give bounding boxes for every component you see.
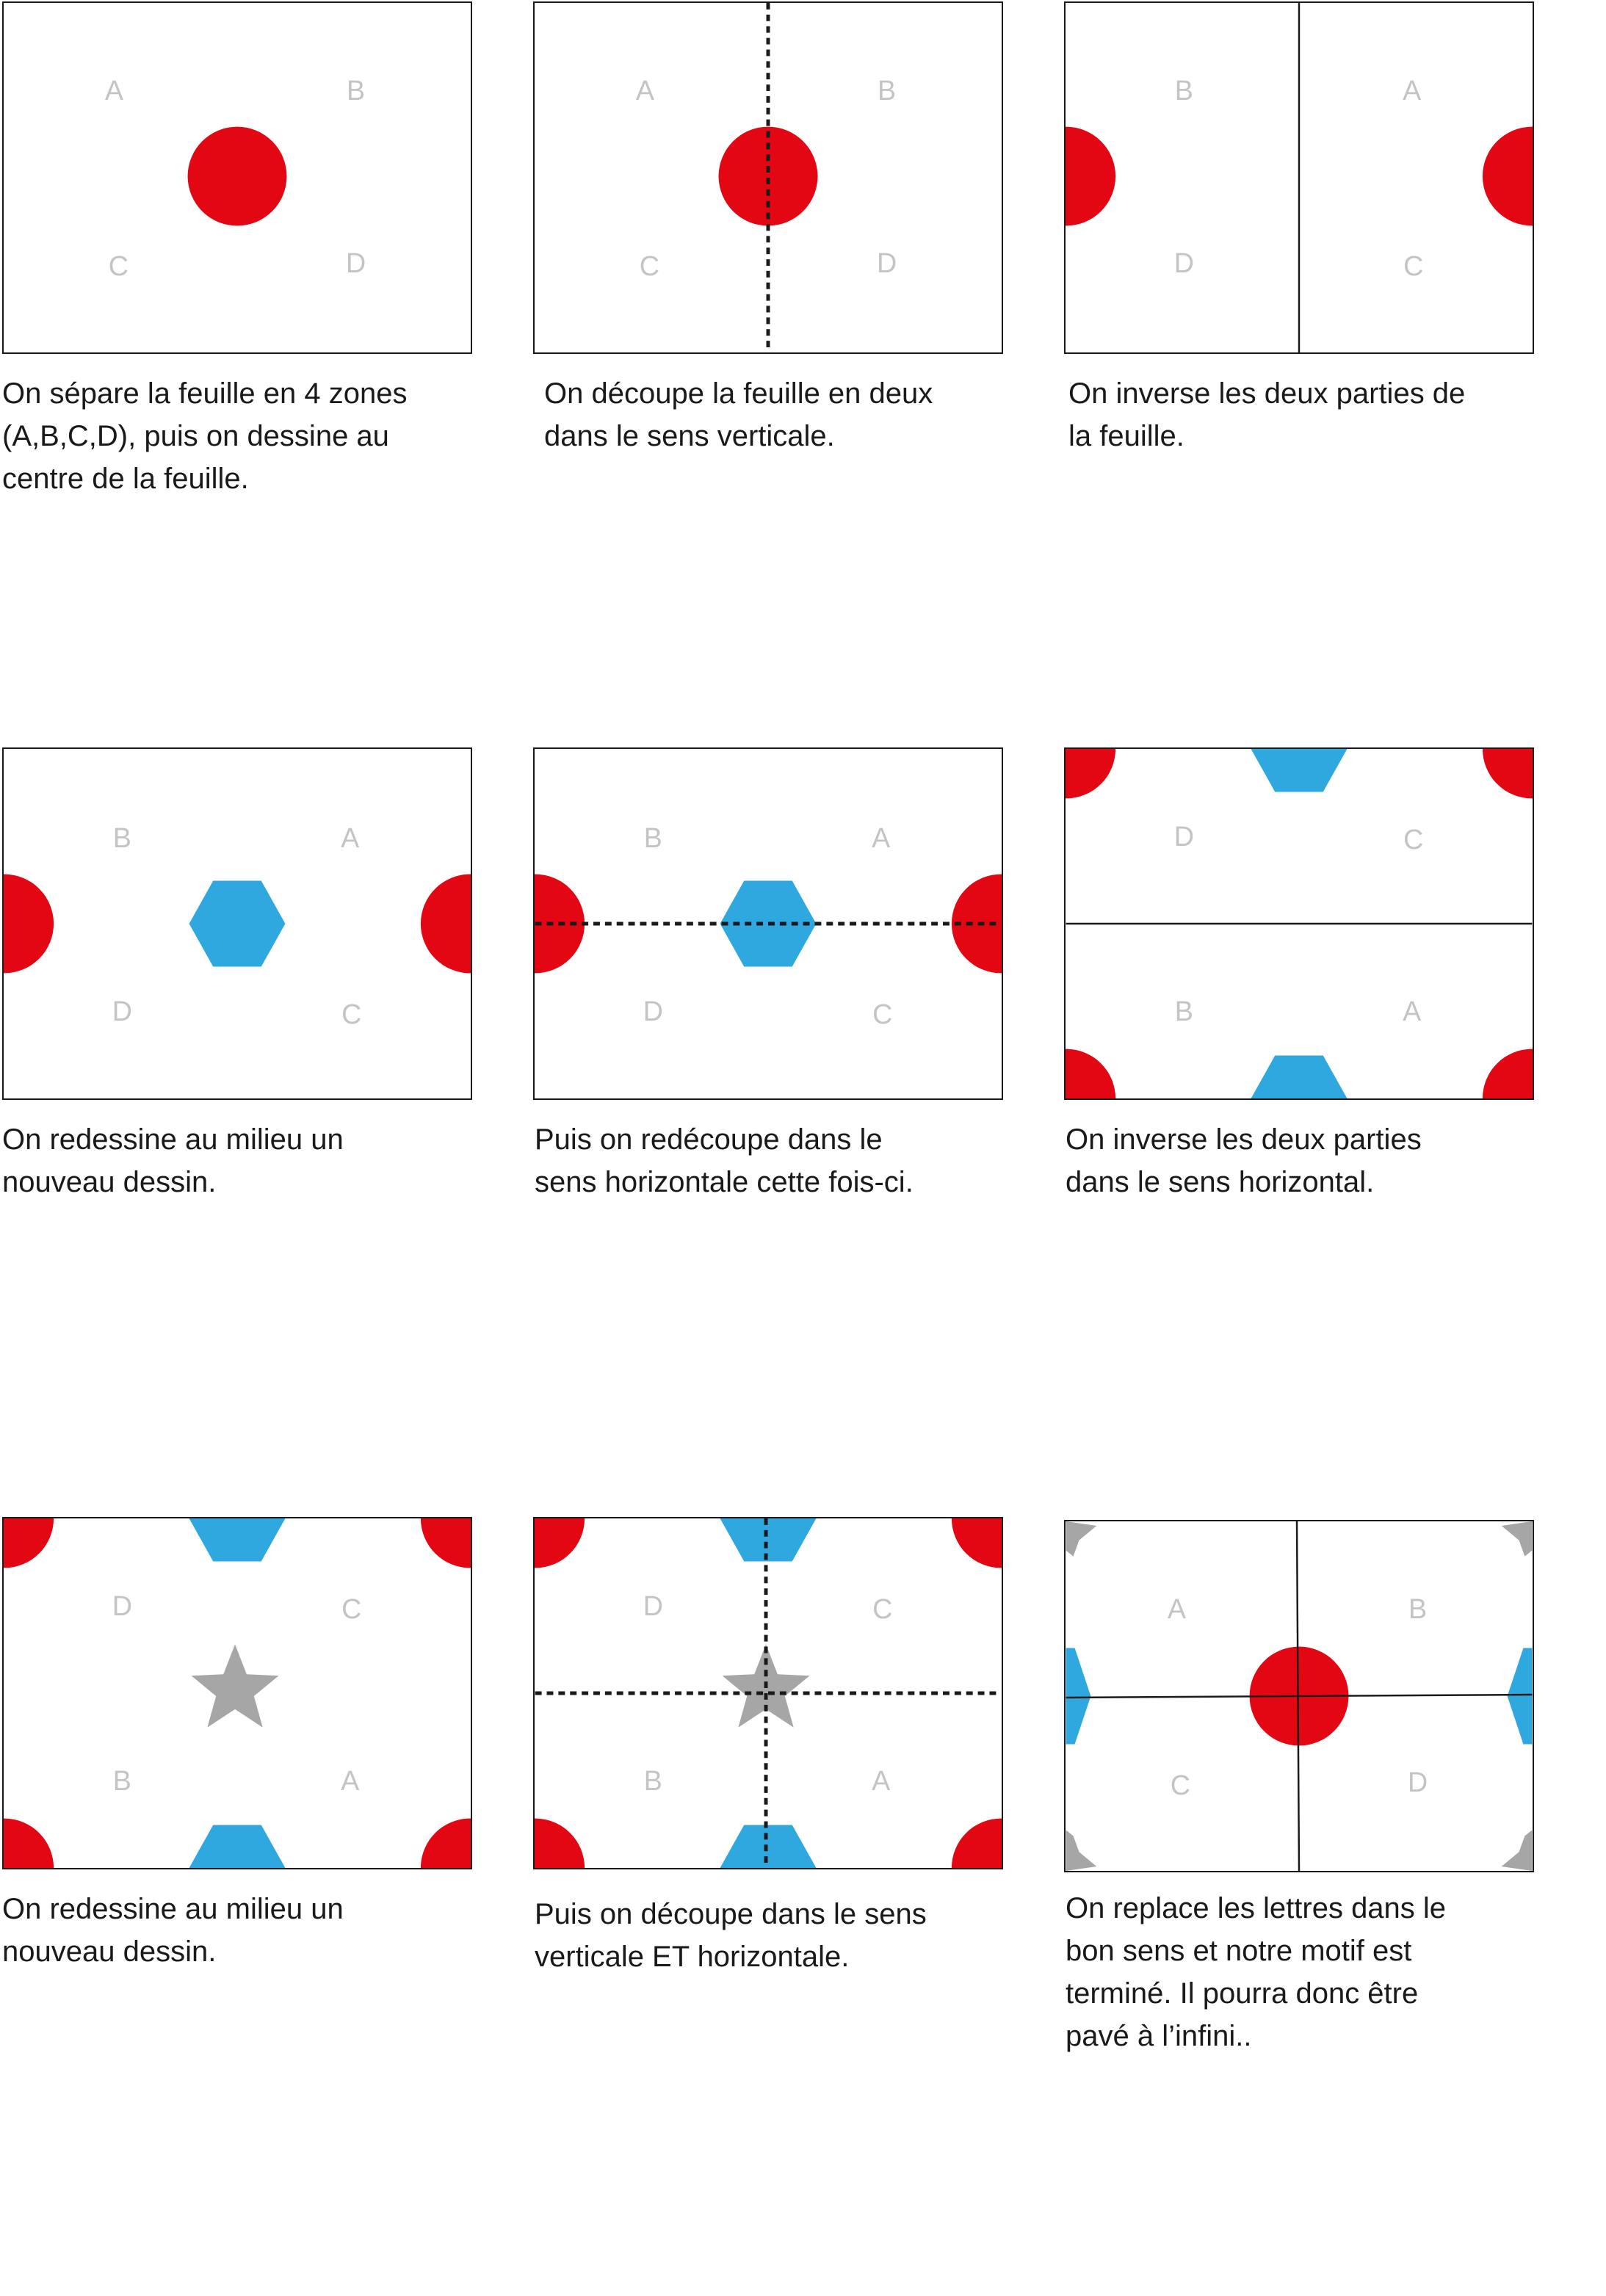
red-quarter-circle-top-left — [1066, 749, 1116, 799]
sheet-panel: A B C D — [1064, 1520, 1534, 1872]
zone-label-b: B — [878, 75, 896, 106]
red-quarter-circle-bottom-left — [4, 1818, 54, 1868]
sheet-panel: B A D C — [2, 747, 472, 1100]
blue-half-hexagon-bottom — [720, 1825, 817, 1868]
blue-hexagon — [720, 880, 817, 967]
step-caption: On redessine au milieu un nouveau dessin… — [2, 1893, 344, 1968]
zone-label-d: D — [643, 996, 663, 1026]
step-caption: On redessine au milieu un nouveau dessin… — [2, 1123, 344, 1198]
step-caption: Puis on découpe dans le sens verticale E… — [535, 1898, 927, 1973]
sheet-panel: B A D C — [533, 747, 1003, 1100]
blue-half-hexagon-top — [189, 1518, 286, 1562]
red-quarter-circle-bottom-right — [1482, 1049, 1533, 1098]
red-quarter-circle-top-left — [4, 1518, 54, 1568]
step-caption: On découpe la feuille en deux dans le se… — [544, 377, 933, 452]
red-half-circle-right — [1482, 126, 1533, 226]
zone-label-a: A — [341, 1765, 360, 1796]
zone-label-b: B — [113, 1765, 131, 1796]
blue-hexagon — [189, 880, 286, 967]
sheet-drawing: D C B A — [4, 1518, 471, 1868]
zone-label-c: C — [1403, 250, 1423, 281]
red-quarter-circle-top-right — [420, 1518, 471, 1568]
sheet-drawing: B A D C — [1066, 3, 1533, 352]
zone-label-a: A — [1403, 996, 1422, 1026]
zone-label-d: D — [112, 996, 132, 1026]
gray-star-fragment-top-left — [1066, 1521, 1097, 1557]
red-quarter-circle-top-left — [535, 1518, 585, 1568]
sheet-drawing: B A D C — [4, 822, 471, 1029]
blue-half-hexagon-bottom — [189, 1825, 286, 1868]
zone-label-b: B — [644, 1765, 662, 1796]
blue-half-hexagon-bottom — [1251, 1055, 1348, 1098]
zone-label-b: B — [644, 822, 662, 853]
zone-label-b: B — [113, 822, 131, 853]
sheet-panel: A B C D — [2, 1, 472, 354]
red-quarter-circle-bottom-right — [951, 1818, 1002, 1868]
sheet-drawing: A B C D — [105, 75, 366, 281]
sheet-panel: A B C D — [533, 1, 1003, 354]
red-quarter-circle-top-right — [1482, 749, 1533, 799]
red-quarter-circle-bottom-left — [535, 1818, 585, 1868]
zone-label-d: D — [1174, 247, 1194, 278]
red-half-circle-right — [951, 874, 1002, 974]
zone-label-b: B — [1408, 1593, 1427, 1624]
zone-label-c: C — [872, 999, 892, 1029]
gray-star-fragment-top-right — [1501, 1521, 1533, 1557]
red-half-circle-right — [420, 874, 471, 974]
sheet-drawing: D C B A — [535, 1518, 1002, 1868]
zone-label-b: B — [1175, 75, 1193, 106]
zone-label-c: C — [1171, 1770, 1190, 1800]
zone-label-d: D — [346, 247, 366, 278]
zone-label-b: B — [347, 75, 365, 106]
red-quarter-circle-bottom-right — [420, 1818, 471, 1868]
sheet-drawing: A B C D — [1066, 1521, 1533, 1871]
blue-half-hexagon-right — [1507, 1648, 1533, 1745]
sheet-panel: B A D C — [1064, 1, 1534, 354]
zone-label-d: D — [643, 1590, 663, 1621]
zone-label-d: D — [1174, 821, 1194, 852]
red-quarter-circle-top-right — [951, 1518, 1002, 1568]
red-circle — [718, 126, 818, 226]
zone-label-a: A — [341, 822, 360, 853]
zone-label-a: A — [872, 822, 891, 853]
zone-label-a: A — [1403, 75, 1422, 106]
zone-label-c: C — [341, 999, 361, 1029]
zone-label-a: A — [1168, 1593, 1187, 1624]
red-quarter-circle-bottom-left — [1066, 1049, 1116, 1098]
sheet-panel: D C B A — [1064, 747, 1534, 1100]
red-circle — [187, 126, 287, 226]
sheet-drawing: B A D C — [535, 822, 1002, 1029]
blue-half-hexagon-top — [720, 1518, 817, 1562]
blue-half-hexagon-top — [1251, 749, 1348, 792]
sheet-drawing: D C B A — [1066, 749, 1533, 1098]
zone-label-c: C — [1403, 824, 1423, 855]
zone-label-b: B — [1175, 996, 1193, 1026]
zone-label-a: A — [105, 75, 124, 106]
zone-label-d: D — [1408, 1767, 1428, 1797]
step-caption: On sépare la feuille en 4 zones (A,B,C,D… — [2, 377, 408, 495]
zone-label-d: D — [112, 1590, 132, 1621]
zone-label-c: C — [872, 1593, 892, 1624]
zone-label-c: C — [640, 250, 659, 281]
step-caption: On replace les lettres dans le bon sens … — [1066, 1892, 1447, 2052]
step-caption: Puis on redécoupe dans le sens horizonta… — [535, 1123, 914, 1198]
sheet-panel: D C B A — [533, 1517, 1003, 1869]
gray-star-fragment-bottom-left — [1066, 1830, 1097, 1871]
sheet-drawing: A B C D — [636, 3, 897, 352]
sheet-panel: D C B A — [2, 1517, 472, 1869]
gray-star — [191, 1644, 279, 1728]
zone-label-c: C — [109, 250, 129, 281]
step-caption: On inverse les deux parties dans le sens… — [1066, 1123, 1422, 1198]
zone-label-a: A — [636, 75, 655, 106]
zone-label-d: D — [877, 247, 897, 278]
red-half-circle-left — [1066, 126, 1116, 226]
zone-label-a: A — [872, 1765, 891, 1796]
blue-half-hexagon-left — [1066, 1648, 1091, 1745]
zone-label-c: C — [341, 1593, 361, 1624]
red-half-circle-left — [4, 874, 54, 974]
divider-horizontal — [1066, 1693, 1533, 1699]
gray-star-fragment-bottom-right — [1501, 1830, 1533, 1871]
step-caption: On inverse les deux parties de la feuill… — [1068, 377, 1466, 452]
